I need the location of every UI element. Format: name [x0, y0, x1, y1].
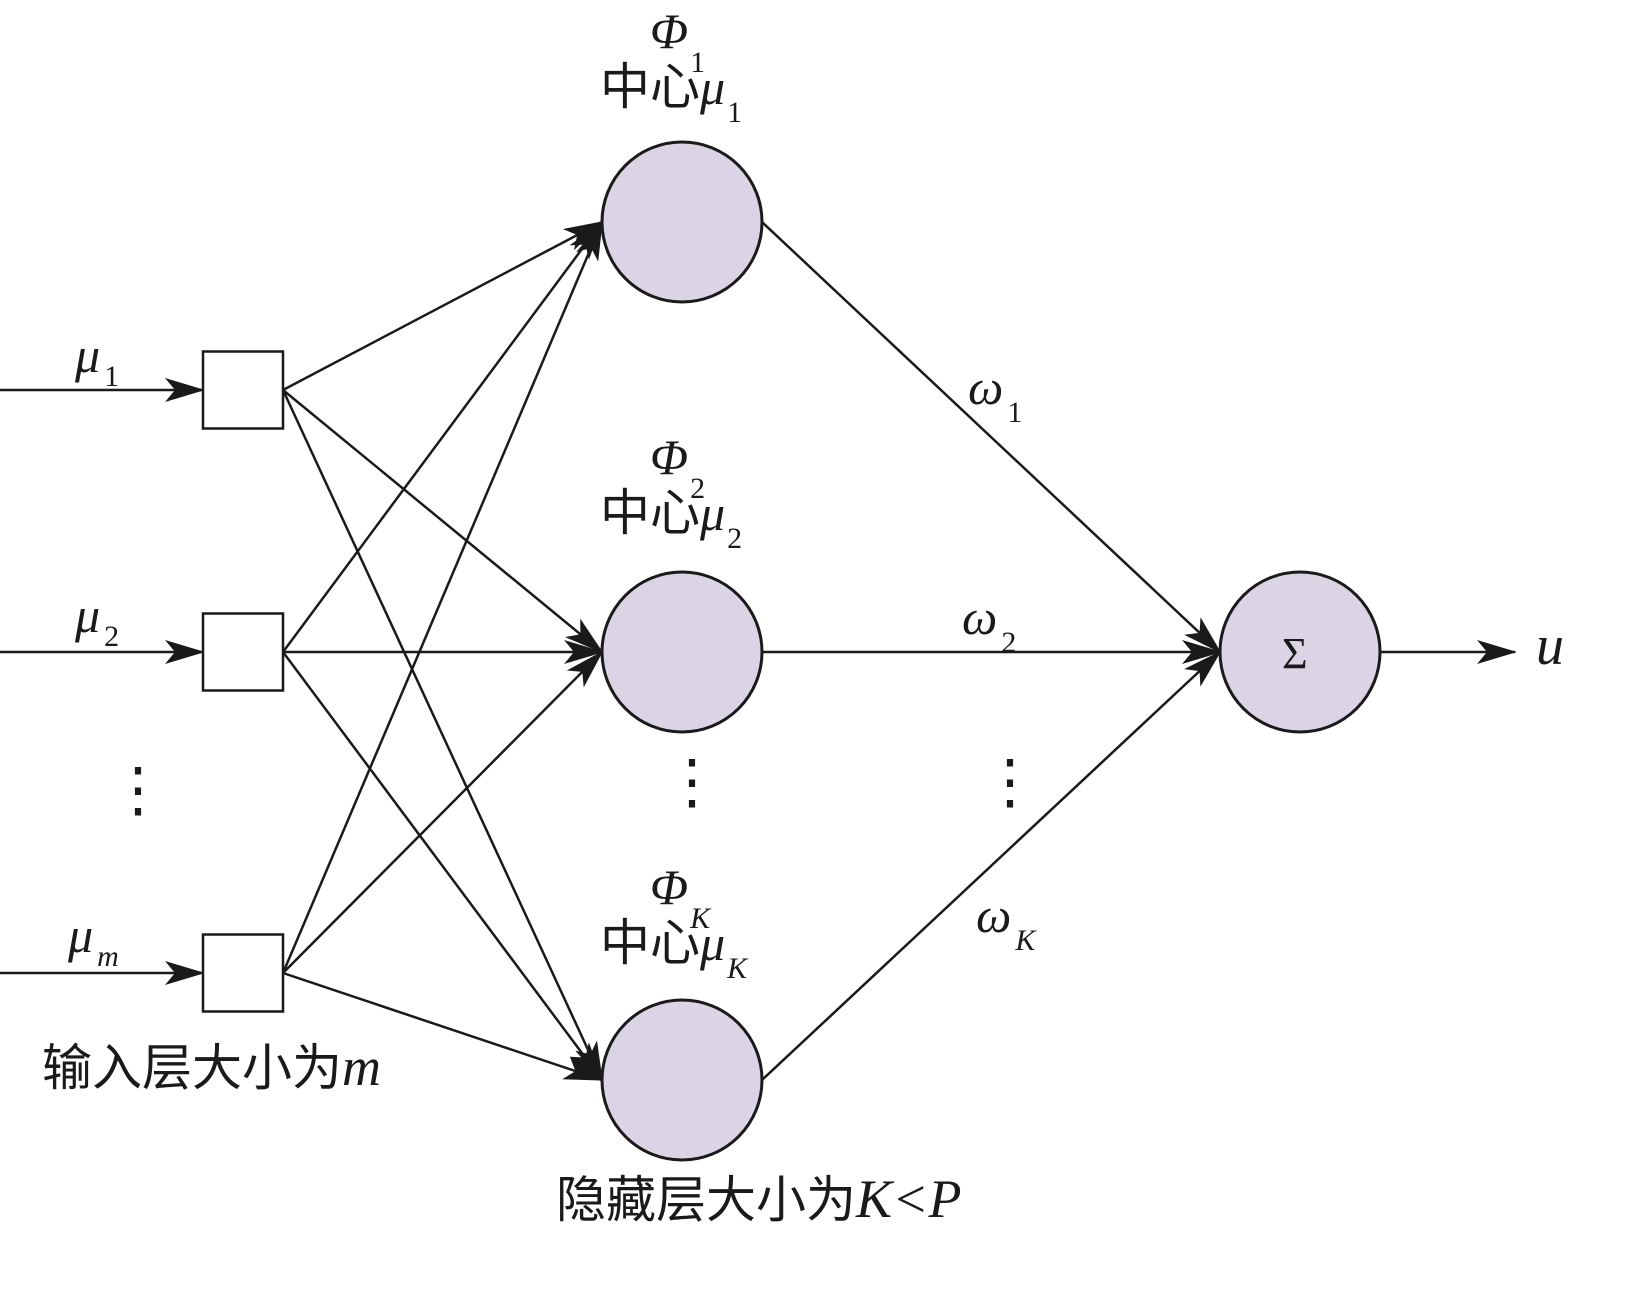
input-ellipsis: ⋮ — [108, 757, 168, 823]
edges-group — [0, 220, 1517, 1082]
hidden-label-2: Φ2 中心μ2 — [600, 429, 743, 555]
nodes-group — [201, 140, 1382, 1162]
edge-in1-hK — [281, 389, 604, 1082]
input-node-inm — [201, 933, 285, 1013]
edge-in2-hK — [281, 651, 604, 1082]
edge-in2-h1 — [281, 220, 604, 653]
sum-symbol: Σ — [1282, 629, 1308, 678]
edge-h1-sum — [761, 221, 1222, 654]
edge-inm-hK — [282, 971, 604, 1082]
hidden-label-K: ΦK 中心μK — [600, 859, 748, 985]
edge-hK-sum — [761, 650, 1222, 1081]
weight-ellipsis: ⋮ — [980, 749, 1040, 815]
hidden-node-hK — [600, 998, 764, 1162]
edge-inm-h1 — [281, 220, 604, 974]
sum-node — [1218, 570, 1382, 734]
hidden-label-1: Φ1 中心μ1 — [600, 3, 743, 129]
input-layer-label: 输入层大小为m — [42, 1037, 381, 1097]
hidden-layer-label: 隐藏层大小为K<P — [556, 1169, 962, 1229]
edge-inm-h2 — [282, 650, 604, 974]
input-node-in1 — [201, 350, 285, 430]
edge-in1-h2 — [282, 389, 604, 654]
edge-in1-h1 — [282, 220, 604, 392]
hidden-node-h1 — [600, 140, 764, 304]
hidden-ellipsis: ⋮ — [662, 749, 722, 815]
hidden-node-h2 — [600, 570, 764, 734]
output-label: u — [1536, 615, 1564, 677]
input-node-in2 — [201, 612, 285, 692]
